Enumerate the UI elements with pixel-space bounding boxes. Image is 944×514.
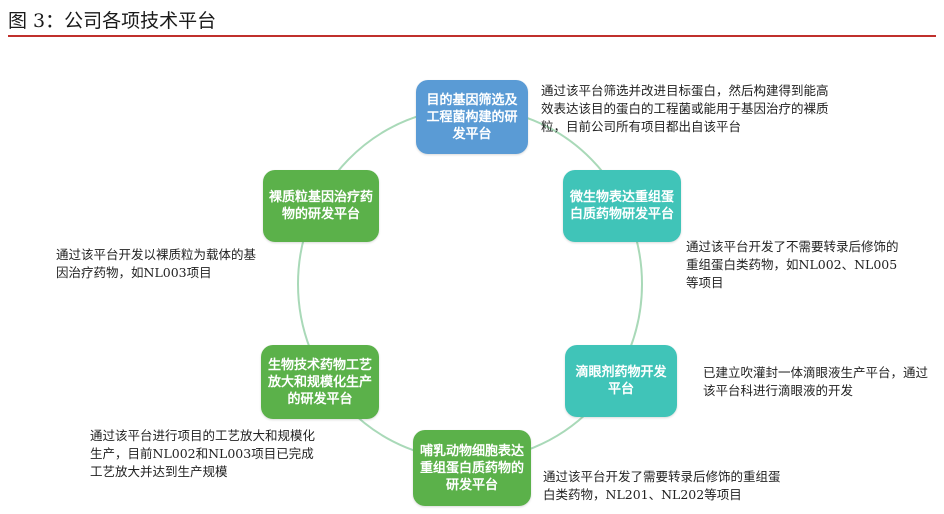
desc-scaleup: 通过该平台进行项目的工艺放大和规模化生产，目前NL002和NL003项目已完成工… [90, 428, 316, 479]
desc-plasmid: 通过该平台开发以裸质粒为载体的基因治疗药物，如NL003项目 [56, 247, 257, 280]
node-label: 生物技术药物工艺放大和规模化生产的研发平台 [267, 357, 372, 407]
platform-node-mammalian: 哺乳动物细胞表达重组蛋白质药物的研发平台 [413, 430, 531, 506]
platform-node-eyedrops: 滴眼剂药物开发平台 [565, 345, 677, 417]
desc-eyedrops: 已建立吹灌封一体滴眼液生产平台，通过该平台科进行滴眼液的开发 [703, 365, 929, 398]
node-label: 微生物表达重组蛋白质药物研发平台 [569, 190, 674, 222]
desc-mammalian: 通过该平台开发了需要转录后修饰的重组蛋白类药物，NL201、NL202等项目 [543, 469, 781, 502]
node-label: 裸质粒基因治疗药物的研发平台 [269, 190, 374, 222]
platform-node-plasmid: 裸质粒基因治疗药物的研发平台 [263, 170, 379, 242]
figure-title: 图 3：公司各项技术平台 [8, 10, 217, 32]
title-divider [8, 35, 936, 37]
node-label: 哺乳动物细胞表达重组蛋白质药物的研发平台 [419, 443, 524, 493]
platform-node-screening: 目的基因筛选及工程菌构建的研发平台 [416, 80, 528, 154]
node-label: 目的基因筛选及工程菌构建的研发平台 [426, 92, 518, 142]
platform-node-scaleup: 生物技术药物工艺放大和规模化生产的研发平台 [261, 345, 379, 419]
desc-microbial: 通过该平台开发了不需要转录后修饰的重组蛋白类药物，如NL002、NL005等项目 [686, 239, 899, 290]
desc-screening: 通过该平台筛选并改进目标蛋白，然后构建得到能高效表达该目的蛋白的工程菌或能用于基… [541, 83, 829, 134]
node-label: 滴眼剂药物开发平台 [575, 365, 667, 397]
platform-node-microbial: 微生物表达重组蛋白质药物研发平台 [563, 170, 681, 242]
